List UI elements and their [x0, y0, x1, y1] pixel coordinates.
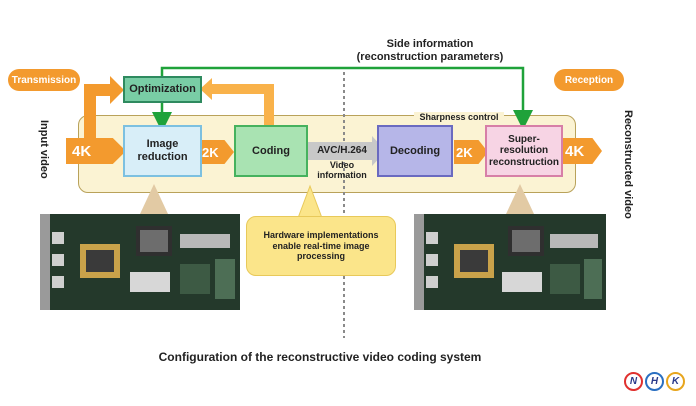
nhk-logo-letter-h: H	[645, 372, 664, 391]
hardware-callout: Hardware implementations enable real-tim…	[246, 216, 396, 276]
decoder-board-image	[414, 214, 606, 310]
sharpness-label: Sharpness control	[414, 112, 504, 123]
board-pointer-right	[506, 184, 534, 214]
callout-line2: enable real-time image	[272, 240, 370, 251]
sr-line1: Super-	[508, 133, 540, 145]
input-4k-label: 4K	[72, 142, 92, 160]
codec-info-line1: Video	[329, 160, 355, 170]
side-info-label: Side information (reconstruction paramet…	[330, 38, 530, 63]
reception-badge: Reception	[554, 69, 624, 91]
super-resolution-block: Super- resolution reconstruction	[485, 125, 563, 177]
output-4k-arrow: 4K	[562, 138, 602, 164]
side-info-line2: (reconstruction parameters)	[356, 50, 504, 63]
image-reduction-line1: Image	[146, 138, 179, 151]
codec-info-line2: information	[317, 170, 367, 181]
reconstructed-video-label: Reconstructed video	[622, 110, 634, 219]
logo-n-text: N	[629, 376, 638, 387]
callout-line3: processing	[296, 251, 345, 262]
codec-name: AVC/H.264	[317, 145, 367, 156]
dec-2k-label: 2K	[456, 144, 473, 160]
logo-h-text: H	[650, 376, 659, 387]
mid-2k-label: 2K	[202, 144, 219, 160]
nhk-logo: N H K	[624, 372, 686, 394]
transmission-badge: Transmission	[8, 69, 80, 91]
input-video-label: Input video	[38, 120, 50, 179]
sr-line3: reconstruction	[488, 156, 559, 168]
side-info-path	[160, 66, 533, 130]
optimization-block: Optimization	[123, 76, 202, 103]
image-reduction-block: Image reduction	[123, 125, 202, 177]
decoding-block: Decoding	[377, 125, 453, 177]
callout-line1: Hardware implementations	[263, 230, 379, 241]
output-4k-label: 4K	[565, 142, 585, 160]
figure-caption: Configuration of the reconstructive vide…	[158, 350, 482, 364]
input-4k-arrow: 4K	[66, 138, 126, 164]
coding-block: Coding	[234, 125, 308, 177]
nhk-logo-letter-k: K	[666, 372, 685, 391]
encoder-board-image	[40, 214, 240, 310]
sr-line2: resolution	[499, 145, 549, 157]
avc-arrow	[308, 136, 386, 166]
logo-k-text: K	[671, 376, 680, 387]
codec-info: Video information	[310, 160, 374, 181]
side-info-line1: Side information	[386, 38, 474, 50]
nhk-logo-letter-n: N	[624, 372, 643, 391]
board-pointer-left	[140, 184, 168, 214]
feedback-arrow	[200, 78, 274, 126]
image-reduction-line2: reduction	[137, 151, 188, 163]
callout-tail	[297, 184, 323, 219]
input-bend-arrow	[84, 76, 124, 144]
